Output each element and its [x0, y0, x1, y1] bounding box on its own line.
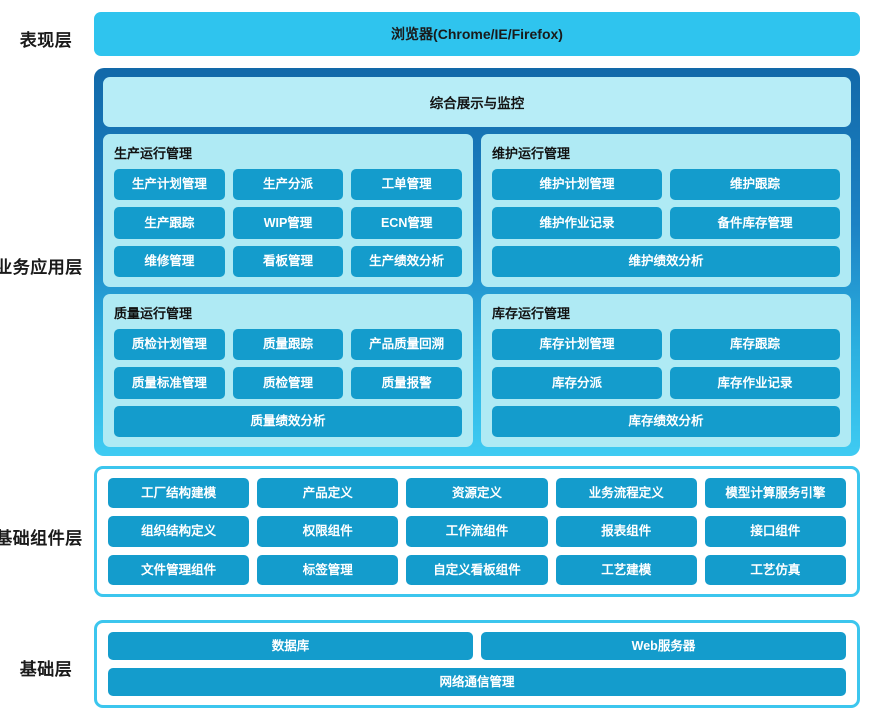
panel-quality: 质量运行管理 质检计划管理 质量跟踪 产品质量回溯 质量标准管理 质检管理 质量…: [103, 294, 473, 447]
module-button[interactable]: WIP管理: [232, 207, 344, 239]
component-button[interactable]: 权限组件: [257, 516, 399, 547]
module-button[interactable]: 质量标准管理: [114, 367, 225, 399]
business-panel-row-bottom: 质量运行管理 质检计划管理 质量跟踪 产品质量回溯 质量标准管理 质检管理 质量…: [103, 294, 851, 447]
module-button[interactable]: 维护计划管理: [492, 169, 662, 201]
layer-label-business: 业务应用层: [0, 258, 83, 277]
panel-row: 维护作业记录 备件库存管理: [492, 207, 840, 239]
component-button[interactable]: 文件管理组件: [108, 554, 250, 585]
panel-inventory: 库存运行管理 库存计划管理 库存跟踪 库存分派 库存作业记录 库存绩效分析: [481, 294, 851, 447]
browser-bar: 浏览器(Chrome/IE/Firefox): [94, 12, 860, 56]
panel-row: 维护绩效分析: [492, 245, 840, 277]
panel-row: 质检计划管理 质量跟踪 产品质量回溯: [114, 329, 463, 361]
component-button[interactable]: 标签管理: [257, 554, 399, 585]
panel-row: 质量绩效分析: [114, 405, 462, 437]
panel-row: 生产跟踪 WIP管理 ECN管理: [114, 207, 463, 239]
module-button[interactable]: 维修管理: [114, 245, 225, 277]
component-row: 工厂结构建模 产品定义 资源定义 业务流程定义 模型计算服务引擎: [108, 478, 847, 509]
business-application-layer: 综合展示与监控 生产运行管理 生产计划管理 生产分派 工单管理 生产跟踪 WIP…: [94, 68, 860, 456]
module-button[interactable]: 工单管理: [351, 169, 463, 201]
panel-title-maintenance: 维护运行管理: [492, 146, 571, 161]
panel-row: 生产计划管理 生产分派 工单管理: [114, 169, 463, 201]
panel-row: 维护计划管理 维护跟踪: [492, 169, 840, 201]
infra-row: 网络通信管理: [108, 668, 846, 696]
infra-button[interactable]: Web服务器: [481, 632, 846, 660]
module-button[interactable]: 生产分派: [232, 169, 344, 201]
component-button[interactable]: 资源定义: [406, 478, 548, 509]
module-button[interactable]: 备件库存管理: [670, 207, 840, 239]
panel-row: 维修管理 看板管理 生产绩效分析: [114, 245, 463, 277]
layer-label-presentation: 表现层: [19, 31, 73, 50]
component-button[interactable]: 产品定义: [257, 478, 399, 509]
component-button[interactable]: 组织结构定义: [108, 516, 250, 547]
monitoring-banner: 综合展示与监控: [103, 77, 851, 127]
panel-title-inventory: 库存运行管理: [492, 306, 571, 321]
module-button[interactable]: 质量报警: [351, 367, 463, 399]
module-button[interactable]: 质检计划管理: [114, 329, 225, 361]
module-button[interactable]: 库存作业记录: [670, 367, 840, 399]
panel-title-quality: 质量运行管理: [114, 306, 193, 321]
component-button[interactable]: 模型计算服务引擎: [704, 478, 847, 509]
module-button[interactable]: 库存绩效分析: [492, 405, 840, 437]
component-button[interactable]: 工艺建模: [555, 554, 697, 585]
module-button[interactable]: 产品质量回溯: [351, 329, 463, 361]
module-button[interactable]: 质量跟踪: [232, 329, 344, 361]
module-button[interactable]: 看板管理: [232, 245, 344, 277]
infra-row: 数据库 Web服务器: [108, 632, 846, 660]
panel-row: 质量标准管理 质检管理 质量报警: [114, 367, 463, 399]
module-button[interactable]: 维护绩效分析: [492, 245, 840, 277]
component-button[interactable]: 工厂结构建模: [108, 478, 250, 509]
module-button[interactable]: ECN管理: [351, 207, 463, 239]
component-row: 组织结构定义 权限组件 工作流组件 报表组件 接口组件: [108, 516, 847, 547]
module-button[interactable]: 生产跟踪: [114, 207, 225, 239]
layer-label-infrastructure: 基础层: [19, 660, 73, 679]
component-button[interactable]: 报表组件: [555, 516, 697, 547]
panel-production: 生产运行管理 生产计划管理 生产分派 工单管理 生产跟踪 WIP管理 ECN管理: [103, 134, 473, 287]
base-component-layer: 工厂结构建模 产品定义 资源定义 业务流程定义 模型计算服务引擎 组织结构定义 …: [94, 466, 860, 597]
component-button[interactable]: 工作流组件: [406, 516, 548, 547]
business-panel-row-top: 生产运行管理 生产计划管理 生产分派 工单管理 生产跟踪 WIP管理 ECN管理: [103, 134, 851, 287]
panel-row: 库存绩效分析: [492, 405, 840, 437]
infra-button[interactable]: 数据库: [108, 632, 473, 660]
component-button[interactable]: 工艺仿真: [704, 554, 847, 585]
panel-title-production: 生产运行管理: [114, 146, 193, 161]
infra-button[interactable]: 网络通信管理: [108, 668, 846, 696]
component-row: 文件管理组件 标签管理 自定义看板组件 工艺建模 工艺仿真: [108, 554, 847, 585]
component-button[interactable]: 自定义看板组件: [406, 554, 548, 585]
layer-label-components: 基础组件层: [0, 529, 83, 548]
module-button[interactable]: 库存跟踪: [670, 329, 840, 361]
component-button[interactable]: 接口组件: [704, 516, 847, 547]
module-button[interactable]: 生产绩效分析: [351, 245, 463, 277]
component-button[interactable]: 业务流程定义: [555, 478, 697, 509]
module-button[interactable]: 维护跟踪: [670, 169, 840, 201]
module-button[interactable]: 质检管理: [232, 367, 344, 399]
panel-row: 库存分派 库存作业记录: [492, 367, 840, 399]
module-button[interactable]: 库存计划管理: [492, 329, 662, 361]
module-button[interactable]: 生产计划管理: [114, 169, 225, 201]
infrastructure-layer: 数据库 Web服务器 网络通信管理: [94, 620, 860, 708]
module-button[interactable]: 质量绩效分析: [114, 405, 462, 437]
module-button[interactable]: 库存分派: [492, 367, 662, 399]
module-button[interactable]: 维护作业记录: [492, 207, 662, 239]
panel-maintenance: 维护运行管理 维护计划管理 维护跟踪 维护作业记录 备件库存管理 维护绩效分析: [481, 134, 851, 287]
panel-row: 库存计划管理 库存跟踪: [492, 329, 840, 361]
